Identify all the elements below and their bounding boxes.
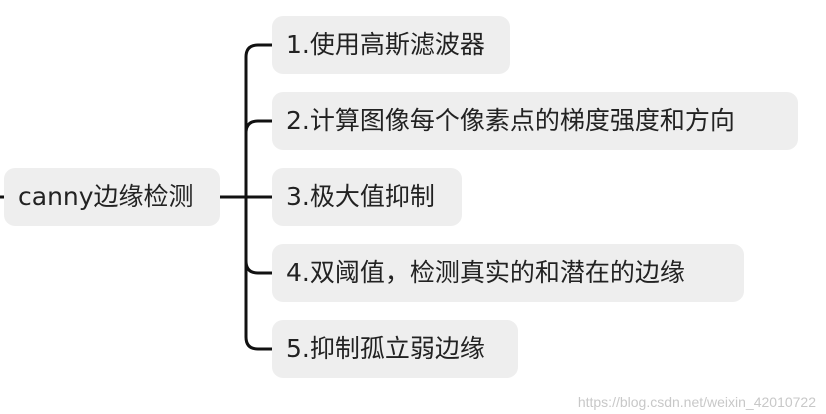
- root-node-label: canny边缘检测: [18, 182, 194, 211]
- child-node-2[interactable]: 2.计算图像每个像素点的梯度强度和方向: [272, 92, 798, 150]
- branch-connector-1: [244, 43, 272, 197]
- child-node-label: 3.极大值抑制: [286, 182, 435, 211]
- child-node-label: 4.双阈值，检测真实的和潜在的边缘: [286, 258, 685, 287]
- child-node-label: 1.使用高斯滤波器: [286, 30, 485, 59]
- child-node-5[interactable]: 5.抑制孤立弱边缘: [272, 320, 518, 378]
- root-node[interactable]: canny边缘检测: [4, 168, 220, 226]
- child-node-3[interactable]: 3.极大值抑制: [272, 168, 462, 226]
- watermark-text: https://blog.csdn.net/weixin_42010722: [577, 394, 816, 410]
- child-node-label: 5.抑制孤立弱边缘: [286, 334, 485, 363]
- branch-connector-2: [244, 119, 272, 134]
- child-node-1[interactable]: 1.使用高斯滤波器: [272, 16, 510, 74]
- child-node-4[interactable]: 4.双阈值，检测真实的和潜在的边缘: [272, 244, 744, 302]
- child-node-label: 2.计算图像每个像素点的梯度强度和方向: [286, 106, 735, 135]
- branch-connector-4: [244, 197, 272, 275]
- branch-connector-5: [244, 261, 272, 351]
